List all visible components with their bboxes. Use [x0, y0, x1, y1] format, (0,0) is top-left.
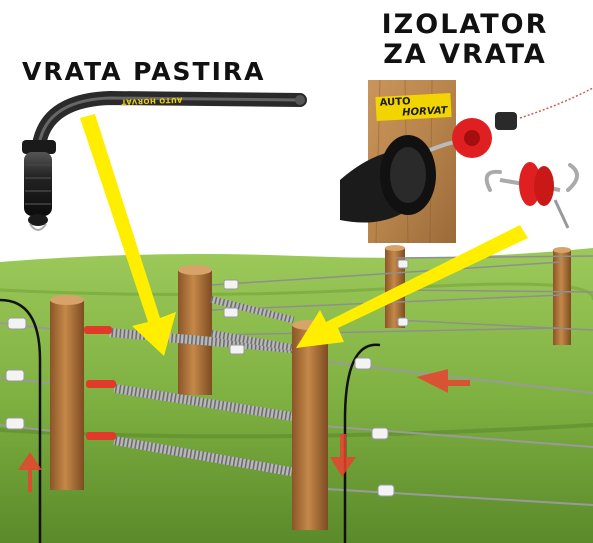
spring-handles	[84, 326, 116, 440]
gate-handle-icon	[22, 90, 307, 231]
white-insulators	[5, 259, 409, 497]
brand-logo-photo: AUTO HORVAT	[375, 93, 452, 121]
label-gate-handle: VRATA PASTIRA	[22, 57, 266, 86]
brand-handle-line2: HORVAT	[120, 96, 156, 106]
cables	[0, 298, 381, 543]
gate-insulator-icon	[452, 87, 593, 158]
label-gate-insulator-line2: ZA VRATA	[383, 38, 547, 70]
red-arrow-icon	[18, 369, 470, 492]
brand-logo-handle: AUTO HORVAT	[118, 95, 186, 106]
brand-handle-line1: AUTO	[158, 95, 183, 105]
label-gate-insulator-line1: IZOLATOR	[381, 9, 549, 40]
hook-icon	[484, 162, 579, 229]
fence-post-right	[292, 320, 328, 530]
yellow-arrow-icon	[80, 114, 528, 356]
fence-post-left	[50, 295, 84, 490]
label-gate-insulator: IZOLATOR ZA VRATA	[365, 10, 565, 69]
